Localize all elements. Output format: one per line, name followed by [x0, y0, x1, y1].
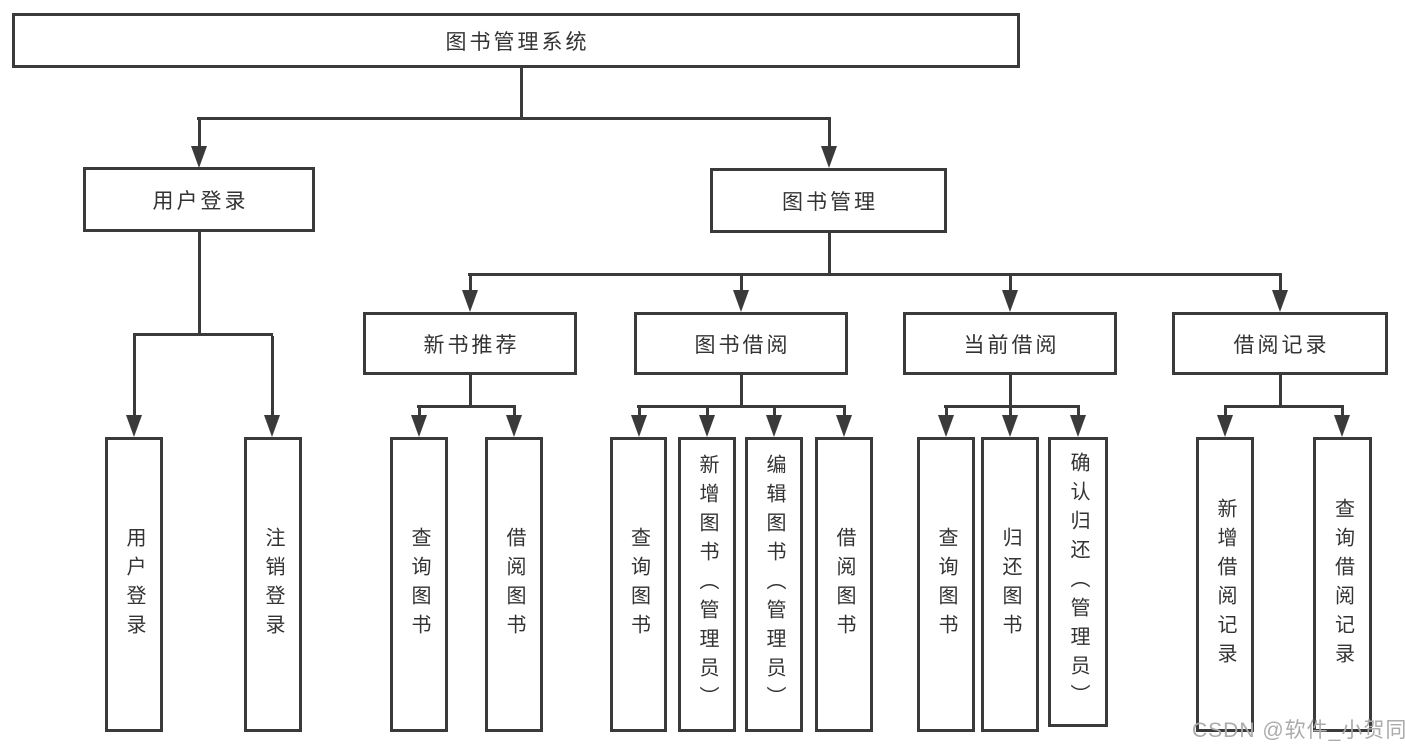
leaf-query-books-recommend: 查询图书	[390, 437, 448, 732]
node-new-book-recommend: 新书推荐	[363, 312, 577, 375]
connector-line	[1009, 375, 1012, 407]
connector-line	[944, 405, 1080, 408]
arrow-down-icon	[264, 415, 280, 437]
node-new-book-recommend-label: 新书推荐	[423, 333, 520, 357]
arrow-down-icon	[1002, 415, 1018, 437]
leaf-query-books-current: 查询图书	[917, 437, 975, 732]
node-book-borrowing-label: 图书借阅	[694, 333, 791, 357]
arrow-down-icon	[191, 146, 207, 168]
leaf-borrow-books-recommend-label: 借阅图书	[503, 526, 525, 643]
connector-line	[197, 117, 831, 120]
arrow-down-icon	[699, 415, 715, 437]
connector-line	[133, 336, 136, 415]
connector-line	[1077, 408, 1080, 415]
connector-line	[468, 273, 1282, 276]
connector-line	[469, 276, 472, 290]
connector-line	[740, 375, 743, 407]
leaf-return-books-label: 归还图书	[999, 526, 1021, 643]
connector-line	[520, 67, 523, 118]
node-current-borrowing: 当前借阅	[903, 312, 1117, 375]
leaf-edit-books-admin-label: 编辑图书（管理员）	[763, 454, 785, 715]
connector-line	[271, 336, 274, 415]
connector-line	[1341, 408, 1344, 415]
connector-line	[1009, 276, 1012, 290]
arrow-down-icon	[411, 415, 427, 437]
connector-line	[773, 408, 776, 415]
connector-line	[638, 408, 641, 415]
node-book-management-label: 图书管理	[782, 190, 878, 214]
arrow-down-icon	[1070, 415, 1086, 437]
arrow-down-icon	[733, 290, 749, 312]
connector-line	[945, 408, 948, 415]
leaf-edit-books-admin: 编辑图书（管理员）	[745, 437, 803, 732]
leaf-query-borrow-record-label: 查询借阅记录	[1331, 497, 1354, 672]
connector-line	[1009, 408, 1012, 415]
leaf-borrow-books-recommend: 借阅图书	[485, 437, 543, 732]
leaf-confirm-return-admin: 确认归还（管理员）	[1048, 437, 1108, 727]
leaf-logout: 注销登录	[244, 437, 302, 732]
leaf-query-books-borrow-label: 查询图书	[627, 526, 650, 643]
arrow-down-icon	[631, 415, 647, 437]
node-borrowing-records-label: 借阅记录	[1233, 333, 1330, 357]
node-library-system-label: 图书管理系统	[445, 30, 590, 54]
arrow-down-icon	[462, 290, 478, 312]
connector-line	[198, 118, 201, 146]
connector-line	[740, 276, 743, 290]
leaf-user-login: 用户登录	[105, 437, 163, 732]
leaf-query-borrow-record: 查询借阅记录	[1313, 437, 1372, 732]
connector-line	[1224, 405, 1344, 408]
leaf-borrow-books-label: 借阅图书	[833, 526, 855, 643]
connector-line	[1279, 375, 1282, 407]
arrow-down-icon	[1002, 290, 1018, 312]
connector-line	[469, 375, 472, 407]
leaf-borrow-books: 借阅图书	[815, 437, 873, 732]
arrow-down-icon	[836, 415, 852, 437]
connector-line	[637, 405, 846, 408]
node-borrowing-records: 借阅记录	[1172, 312, 1388, 375]
connector-line	[1224, 408, 1227, 415]
connector-line	[1279, 276, 1282, 290]
leaf-user-login-label: 用户登录	[123, 526, 145, 643]
arrow-down-icon	[126, 415, 142, 437]
node-user-login: 用户登录	[83, 167, 315, 232]
node-library-system: 图书管理系统	[12, 13, 1020, 68]
csdn-watermark: CSDN @软件_小贺同学	[1192, 719, 1405, 742]
leaf-logout-label: 注销登录	[262, 526, 284, 643]
connector-line	[417, 405, 516, 408]
leaf-add-borrow-record-label: 新增借阅记录	[1214, 497, 1236, 672]
connector-line	[418, 408, 421, 415]
connector-line	[828, 118, 831, 146]
leaf-query-books-recommend-label: 查询图书	[408, 526, 430, 643]
connector-line	[133, 333, 273, 336]
arrow-down-icon	[766, 415, 782, 437]
node-user-login-label: 用户登录	[152, 189, 249, 213]
arrow-down-icon	[938, 415, 954, 437]
connector-line	[513, 408, 516, 415]
leaf-add-books-admin-label: 新增图书（管理员）	[696, 454, 718, 715]
node-book-borrowing: 图书借阅	[634, 312, 848, 375]
arrow-down-icon	[1334, 415, 1350, 437]
leaf-add-borrow-record: 新增借阅记录	[1196, 437, 1254, 732]
node-current-borrowing-label: 当前借阅	[963, 333, 1060, 357]
leaf-query-books-current-label: 查询图书	[935, 526, 957, 643]
connector-line	[843, 408, 846, 415]
node-book-management: 图书管理	[710, 168, 947, 233]
arrow-down-icon	[821, 146, 837, 168]
connector-line	[706, 408, 709, 415]
arrow-down-icon	[506, 415, 522, 437]
connector-line	[828, 233, 831, 275]
connector-line	[198, 232, 201, 335]
leaf-return-books: 归还图书	[981, 437, 1039, 732]
arrow-down-icon	[1272, 290, 1288, 312]
arrow-down-icon	[1217, 415, 1233, 437]
leaf-confirm-return-admin-label: 确认归还（管理员）	[1067, 451, 1089, 713]
leaf-query-books-borrow: 查询图书	[610, 437, 667, 732]
leaf-add-books-admin: 新增图书（管理员）	[678, 437, 736, 732]
